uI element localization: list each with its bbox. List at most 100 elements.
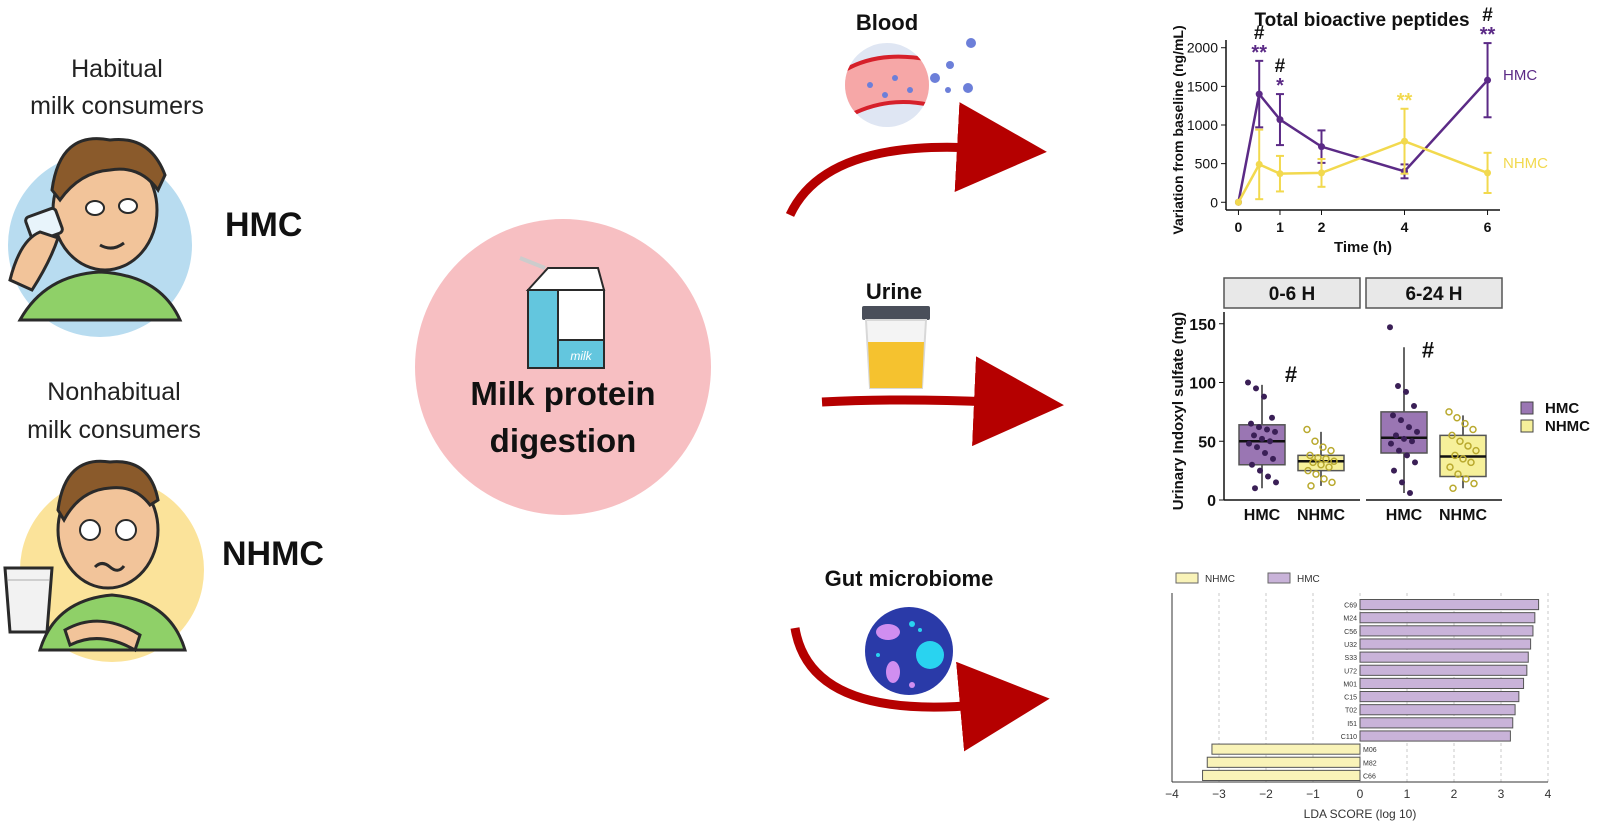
box-point-nhmc: [1322, 455, 1330, 463]
blood-label: Blood: [856, 10, 918, 35]
box-point-hmc: [1414, 428, 1420, 435]
line-chart-x-tick-label: 0: [1235, 219, 1243, 235]
facet-label: 0-6 H: [1269, 284, 1315, 305]
lda-bar-m01: [1359, 677, 1525, 689]
data-point-nhmc: [1255, 160, 1263, 168]
urine-cup-icon: [862, 306, 930, 389]
lda-bar-i51: [1359, 717, 1514, 729]
facet-significance-mark: #: [1422, 337, 1434, 362]
lda-x-tick-label: 4: [1545, 787, 1552, 801]
lda-bar-s33: [1359, 651, 1529, 663]
lda-bar-m82: [1206, 756, 1361, 768]
box-point-hmc: [1246, 440, 1252, 447]
box-point-nhmc: [1456, 437, 1464, 445]
facet-strip: [1223, 277, 1361, 309]
box-point-hmc: [1249, 461, 1255, 468]
line-chart-y-tick-label: 2000: [1187, 40, 1218, 56]
blood-arrow: [785, 102, 1047, 217]
series-label-nhmc: NHMC: [1503, 155, 1548, 172]
nhmc-eye-right: [115, 519, 137, 541]
box-point-hmc: [1391, 467, 1397, 474]
nhmc-eye-left: [79, 519, 101, 541]
box-point-nhmc: [1470, 479, 1478, 488]
series-line-nhmc: [1237, 139, 1488, 203]
hmc-label: HMC: [225, 206, 302, 244]
lda-bar-label: U32: [1344, 642, 1357, 649]
box-point-nhmc: [1325, 463, 1333, 471]
hmc-title-line1: Habitual: [71, 55, 163, 83]
box-point-nhmc: [1461, 419, 1469, 428]
box-chart-x-tick-label: NHMC: [1297, 507, 1345, 524]
lda-x-tick-label: 0: [1357, 787, 1364, 801]
lda-x-tick-label: −4: [1165, 787, 1179, 801]
microbiome-icon: [865, 607, 953, 695]
data-point-nhmc: [1234, 198, 1242, 206]
box-point-nhmc: [1306, 451, 1314, 460]
line-chart-x-tick-label: 6: [1484, 219, 1492, 235]
lda-bar-label: C15: [1344, 695, 1357, 702]
lda-x-tick-label: 2: [1451, 787, 1458, 801]
box-point-hmc: [1409, 438, 1415, 445]
box-point-nhmc: [1330, 457, 1338, 465]
box-point-hmc: [1393, 432, 1399, 439]
box-hmc: [1238, 424, 1286, 466]
hmc-eye-left: [85, 200, 105, 216]
box-point-hmc: [1406, 424, 1412, 431]
box-point-hmc: [1264, 426, 1270, 433]
hmc-title-line2: milk consumers: [30, 92, 204, 120]
box-point-nhmc: [1454, 470, 1462, 478]
lda-x-tick-label: 1: [1404, 787, 1411, 801]
box-point-hmc: [1407, 489, 1413, 496]
box-point-hmc: [1256, 424, 1262, 431]
lda-bar-label: I51: [1347, 721, 1357, 728]
nhmc-glass: [3, 566, 54, 634]
box-point-hmc: [1257, 467, 1263, 474]
lda-bar-label: M82: [1363, 760, 1377, 767]
box-point-nhmc: [1303, 425, 1311, 434]
lda-x-tick-label: −1: [1306, 787, 1320, 801]
facet-significance-mark: #: [1285, 362, 1297, 387]
box-point-hmc: [1398, 417, 1404, 424]
lda-bar-m06: [1211, 743, 1361, 755]
carton-text: milk: [570, 349, 592, 363]
center-group: milk Milk protein digestion: [415, 219, 711, 515]
box-point-hmc: [1411, 403, 1417, 409]
facet-label: 6-24 H: [1405, 284, 1462, 305]
box-point-hmc: [1261, 393, 1267, 400]
hmc-hair: [50, 137, 167, 203]
box-point-hmc: [1403, 388, 1409, 395]
box-point-hmc: [1272, 428, 1278, 435]
line-chart-y-tick-label: 1000: [1187, 117, 1218, 133]
hmc-hand: [8, 230, 60, 292]
significance-mark-hmc: *: [1276, 75, 1284, 97]
line-chart-x-tick-label: 4: [1401, 219, 1409, 235]
box-point-hmc: [1388, 440, 1394, 447]
gut-arrow: [790, 627, 1050, 752]
blood-vessel-icon: [845, 38, 976, 127]
lda-legend-swatch-hmc: [1267, 572, 1291, 584]
bioactive-peptides-chart: Total bioactive peptides0500100015002000…: [1170, 5, 1548, 256]
box-point-nhmc: [1311, 437, 1319, 445]
line-chart-y-tick-label: 0: [1210, 194, 1218, 210]
lda-bar-label: C56: [1344, 629, 1357, 636]
nhmc-label: NHMC: [222, 535, 324, 573]
box-point-nhmc: [1309, 458, 1317, 467]
lda-bar-c110: [1359, 730, 1511, 742]
data-point-hmc: [1255, 90, 1263, 98]
data-point-hmc: [1484, 76, 1492, 84]
lda-bar-label: T02: [1345, 708, 1357, 715]
lda-bar-m24: [1359, 612, 1536, 624]
box-point-nhmc: [1453, 414, 1461, 422]
line-chart-x-tick-label: 2: [1318, 219, 1326, 235]
box-chart-x-tick-label: HMC: [1386, 507, 1423, 524]
lda-bar-label: C66: [1363, 773, 1376, 780]
box-point-hmc: [1254, 444, 1260, 451]
box-point-hmc: [1399, 479, 1405, 486]
box-chart-y-label: Urinary Indoxyl sulfate (mg): [1170, 312, 1187, 510]
box-chart-y-tick-label: 50: [1198, 434, 1216, 451]
box-chart-y-tick-label: 150: [1189, 317, 1216, 334]
lda-legend-label-hmc: HMC: [1297, 574, 1320, 585]
box-point-nhmc: [1314, 453, 1322, 462]
